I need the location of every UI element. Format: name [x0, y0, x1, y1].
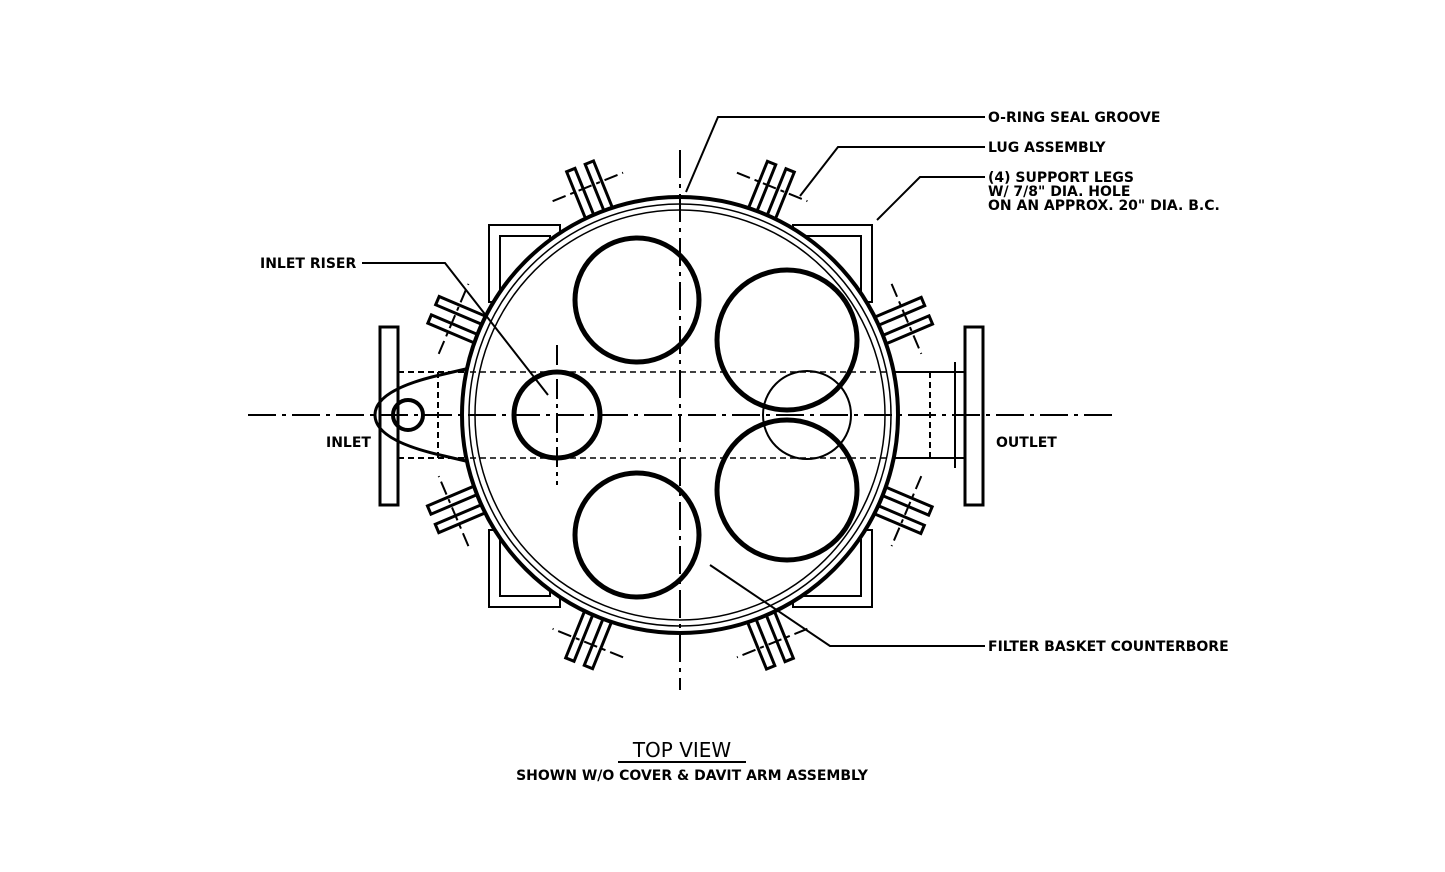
label-o-ring-seal-groove: O-RING SEAL GROOVE [988, 110, 1160, 126]
label-support-legs-2: W/ 7/8" DIA. HOLE [988, 184, 1130, 200]
view-subtitle: SHOWN W/O COVER & DAVIT ARM ASSEMBLY [516, 768, 869, 784]
label-inlet: INLET [326, 435, 371, 451]
label-inlet-riser: INLET RISER [260, 256, 356, 272]
lug [867, 475, 935, 547]
filter-baskets [572, 235, 860, 600]
label-support-legs-3: ON AN APPROX. 20" DIA. B.C. [988, 198, 1220, 214]
label-outlet: OUTLET [996, 435, 1057, 451]
view-title: TOP VIEW [632, 738, 732, 762]
lug-assemblies [425, 158, 935, 672]
leader-lines [362, 116, 985, 647]
outlet-opening [762, 370, 852, 460]
label-filter-basket-counterbore: FILTER BASKET COUNTERBORE [988, 639, 1229, 655]
label-lug-assembly: LUG ASSEMBLY [988, 140, 1106, 156]
lug [867, 283, 935, 355]
label-support-legs-1: (4) SUPPORT LEGS [988, 170, 1134, 186]
